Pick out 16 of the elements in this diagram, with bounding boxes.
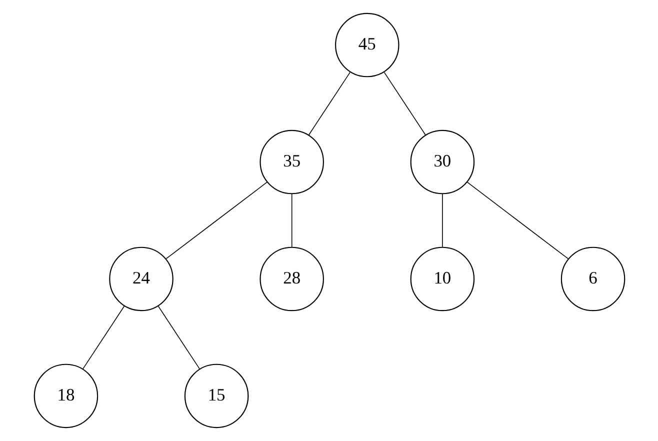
connector — [157, 306, 200, 370]
node-circle: 6 — [560, 246, 625, 312]
connector — [308, 72, 350, 136]
node-circle: 45 — [334, 12, 399, 78]
connector — [383, 72, 426, 136]
node-circle: 28 — [259, 246, 324, 312]
connector — [165, 182, 267, 260]
node-circle: 10 — [410, 246, 474, 312]
connector — [82, 306, 124, 370]
connector — [290, 194, 292, 248]
node-circle: 15 — [184, 364, 248, 428]
node-circle: 30 — [410, 130, 474, 194]
node-circle: 18 — [33, 364, 98, 428]
node-circle: 24 — [108, 246, 173, 312]
node-circle: 35 — [259, 130, 324, 194]
connector — [466, 182, 568, 260]
